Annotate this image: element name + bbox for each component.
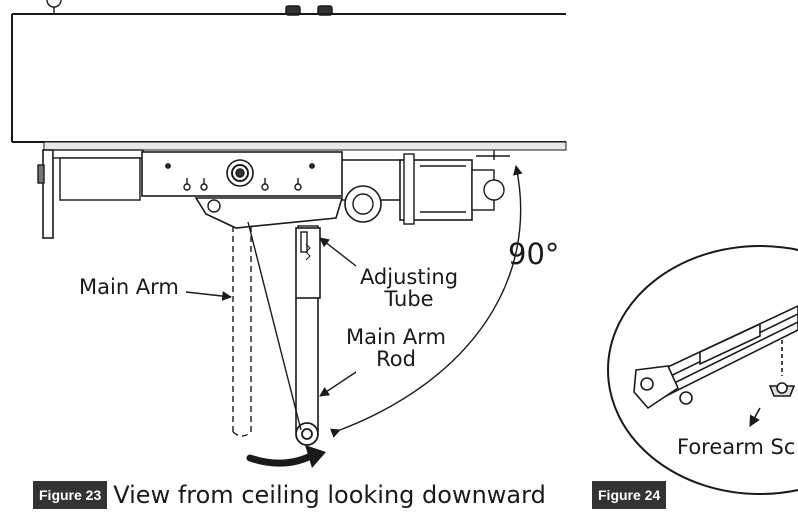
main-arm-rod-leader: [319, 371, 357, 397]
figure-24-caption: Figure 24: [592, 479, 667, 511]
door-header-panel: [11, 13, 567, 151]
label-adjusting-line-2: Tube: [384, 287, 434, 311]
hanger-ring: [46, 0, 62, 14]
adjusting-tube: [295, 227, 321, 299]
forearm-screw: [749, 340, 796, 427]
main-arm-dashed: [232, 226, 252, 437]
label-forearm-screw: Forearm Sc: [677, 435, 796, 459]
swing-arc: [330, 165, 523, 438]
label-adjusting-line-1: Adjusting: [359, 265, 459, 289]
detail-circle: [607, 245, 798, 495]
figure-23-drawing: [11, 0, 567, 468]
label-rod-line-2: Rod: [376, 347, 416, 371]
closer-body: [141, 151, 400, 201]
adjusting-tube-leader: [319, 237, 357, 267]
top-knobs: [285, 5, 333, 16]
label-angle-90: 90°: [508, 237, 560, 271]
figure-23-caption: Figure 23 View from ceiling looking down…: [33, 479, 546, 511]
jamb-bracket: [37, 149, 144, 239]
label-main-arm-rod: Main Arm Rod: [340, 326, 452, 370]
label-main-arm: Main Arm: [79, 275, 179, 299]
main-arm-leader: [185, 291, 232, 301]
label-adjusting-tube: Adjusting Tube: [355, 266, 463, 310]
figure-24-tag: Figure 24: [592, 481, 667, 509]
forearm-bar: [633, 305, 798, 410]
figure-23-caption-text: View from ceiling looking downward: [113, 481, 546, 509]
label-rod-line-1: Main Arm: [346, 325, 446, 349]
figure-24-drawing: [607, 245, 798, 495]
rotation-arrow: [246, 450, 319, 467]
motor-housing: [344, 150, 510, 225]
figure-23-tag: Figure 23: [33, 481, 108, 509]
main-arm-rod: [247, 221, 319, 446]
